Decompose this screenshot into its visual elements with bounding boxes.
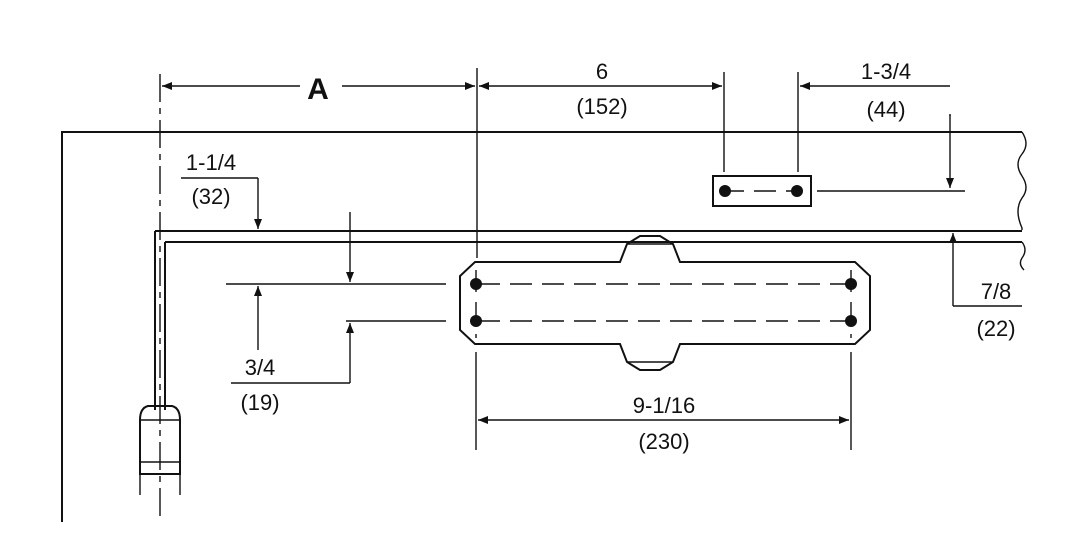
dimension-230-label: (230)	[638, 429, 689, 454]
door-closer-body	[459, 235, 871, 371]
dimension-lines	[162, 82, 1022, 424]
hinge	[139, 405, 181, 495]
dimension-6-label: 6	[596, 59, 608, 84]
dimension-32-label: (32)	[191, 184, 230, 209]
dimension-3-4-label: 3/4	[245, 355, 276, 380]
dimension-22-label: (22)	[976, 316, 1015, 341]
dimension-19-label: (19)	[240, 390, 279, 415]
dimension-7-8-label: 7/8	[981, 279, 1012, 304]
dimension-44-label: (44)	[866, 97, 905, 122]
frame-outline	[61, 131, 1027, 522]
dimension-1-3-4-label: 1-3/4	[861, 59, 911, 84]
frame-bracket	[712, 175, 812, 207]
extension-lines	[226, 68, 965, 450]
dimension-9-1-16-label: 9-1/16	[633, 393, 695, 418]
dimension-a-label: A	[307, 73, 329, 106]
dimension-152-label: (152)	[576, 94, 627, 119]
dimension-1-1-4-label: 1-1/4	[186, 150, 236, 175]
